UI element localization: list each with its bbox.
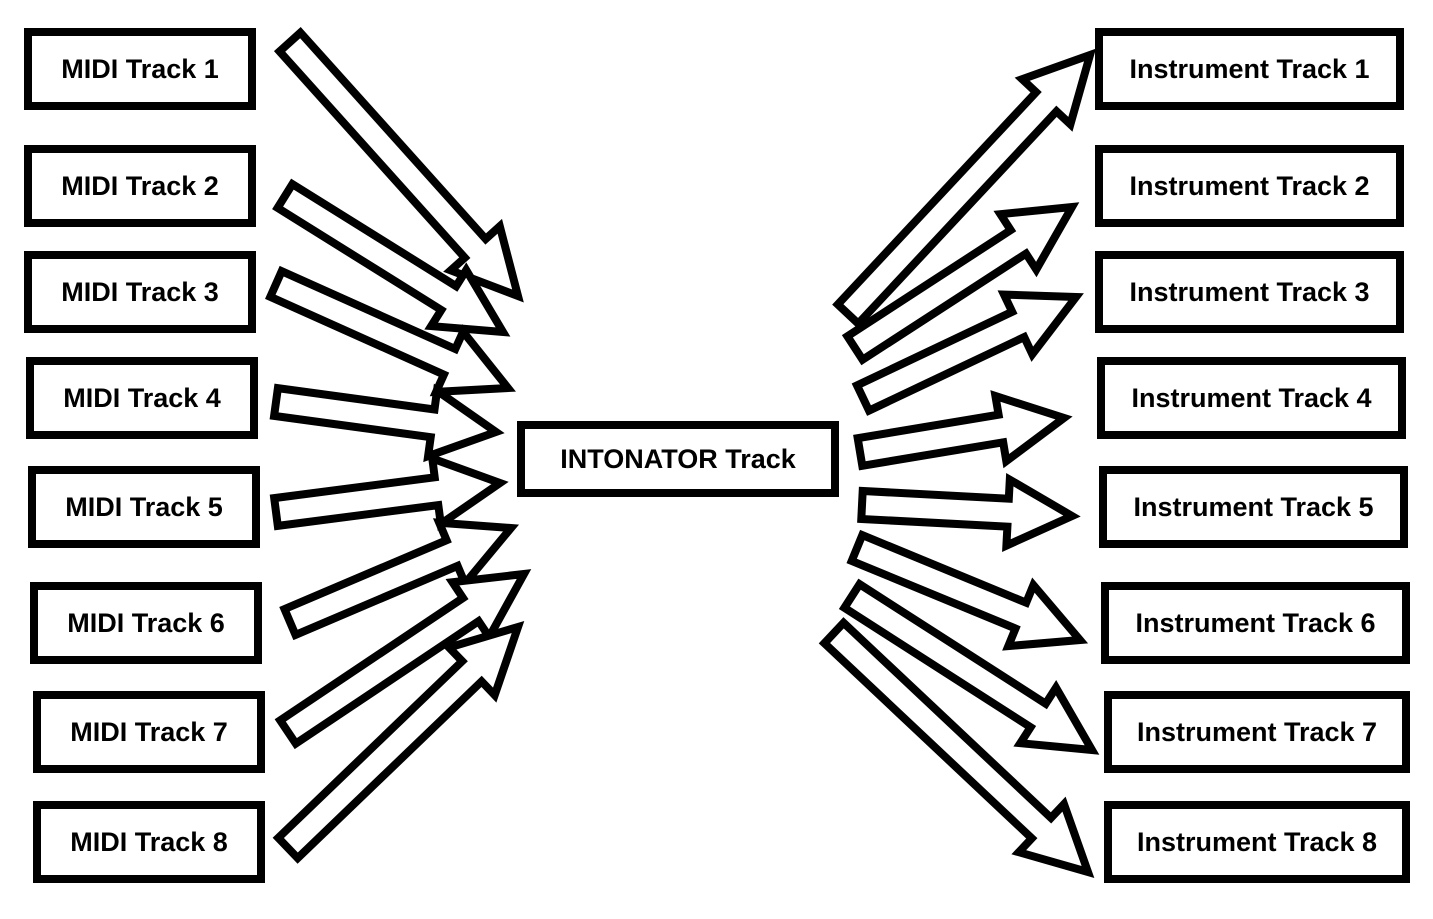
arrow-midi-3-to-intonator: [265, 265, 516, 397]
intonator-track-node: INTONATOR Track: [517, 421, 839, 497]
midi-track-8-label: MIDI Track 8: [70, 826, 228, 857]
arrow-intonator-to-instrument-2: [841, 202, 1080, 366]
instrument-track-7-node: Instrument Track 7: [1104, 691, 1410, 773]
midi-track-2-node: MIDI Track 2: [24, 145, 256, 227]
instrument-track-3-label: Instrument Track 3: [1129, 276, 1370, 307]
arrow-intonator-to-instrument-1: [832, 48, 1096, 330]
arrow-midi-1-to-intonator: [273, 26, 524, 303]
arrow-intonator-to-instrument-4: [853, 390, 1073, 471]
instrument-track-1-node: Instrument Track 1: [1095, 28, 1404, 110]
midi-track-6-node: MIDI Track 6: [30, 582, 262, 664]
arrow-intonator-to-instrument-5: [857, 472, 1081, 552]
midi-track-1-node: MIDI Track 1: [24, 28, 256, 110]
instrument-track-3-node: Instrument Track 3: [1095, 251, 1404, 333]
midi-track-6-label: MIDI Track 6: [67, 607, 225, 638]
instrument-track-6-node: Instrument Track 6: [1101, 582, 1410, 664]
midi-track-1-label: MIDI Track 1: [61, 53, 219, 84]
arrow-midi-8-to-intonator: [272, 620, 525, 864]
midi-track-4-node: MIDI Track 4: [26, 357, 258, 439]
instrument-track-6-label: Instrument Track 6: [1135, 607, 1376, 638]
instrument-track-5-label: Instrument Track 5: [1133, 491, 1374, 522]
arrow-midi-4-to-intonator: [269, 383, 505, 463]
instrument-track-4-node: Instrument Track 4: [1097, 357, 1406, 439]
midi-track-5-label: MIDI Track 5: [65, 491, 223, 522]
instrument-track-4-label: Instrument Track 4: [1131, 382, 1372, 413]
arrow-intonator-to-instrument-3: [851, 290, 1084, 416]
instrument-track-1-label: Instrument Track 1: [1129, 53, 1370, 84]
arrow-midi-2-to-intonator: [272, 178, 511, 337]
midi-track-2-label: MIDI Track 2: [61, 170, 219, 201]
instrument-track-5-node: Instrument Track 5: [1099, 466, 1408, 548]
midi-track-4-label: MIDI Track 4: [63, 382, 221, 413]
instrument-track-2-node: Instrument Track 2: [1095, 145, 1404, 227]
midi-track-7-node: MIDI Track 7: [33, 691, 265, 773]
intonator-track-label: INTONATOR Track: [560, 443, 796, 474]
arrow-intonator-to-instrument-8: [818, 617, 1095, 878]
midi-track-3-label: MIDI Track 3: [61, 276, 219, 307]
arrow-midi-6-to-intonator: [279, 518, 520, 641]
midi-track-7-label: MIDI Track 7: [70, 716, 228, 747]
midi-track-3-node: MIDI Track 3: [24, 251, 256, 333]
instrument-track-2-label: Instrument Track 2: [1129, 170, 1370, 201]
arrow-intonator-to-instrument-6: [846, 529, 1089, 651]
instrument-track-8-label: Instrument Track 8: [1136, 826, 1378, 857]
instrument-track-8-node: Instrument Track 8: [1104, 801, 1410, 883]
midi-track-5-node: MIDI Track 5: [28, 466, 260, 548]
instrument-track-7-label: Instrument Track 7: [1136, 716, 1378, 747]
midi-track-8-node: MIDI Track 8: [33, 801, 265, 883]
arrow-intonator-to-instrument-7: [838, 578, 1100, 755]
arrow-midi-5-to-intonator: [269, 452, 509, 531]
arrow-midi-7-to-intonator: [274, 569, 532, 750]
